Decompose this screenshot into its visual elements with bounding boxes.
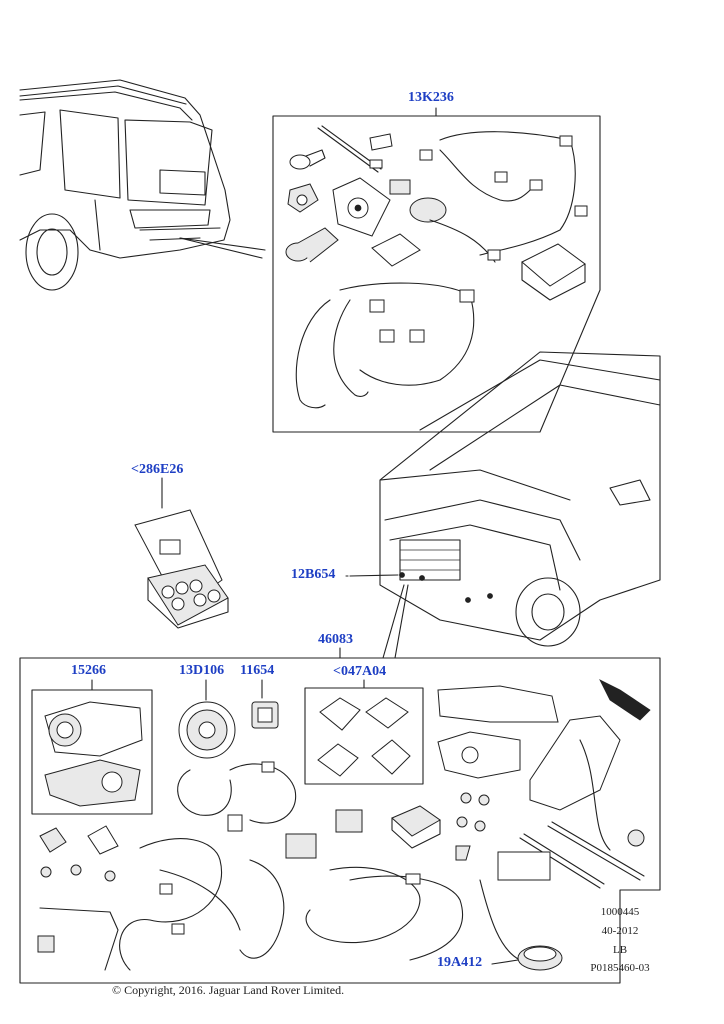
front-vehicle-illustration (349, 351, 661, 659)
callout-12B654[interactable]: 12B654 (291, 567, 336, 582)
callout-286E26[interactable]: <286E26 (131, 462, 184, 477)
reference-line-1: 1000445 (600, 906, 640, 918)
reference-line-2: 40-2012 (601, 925, 639, 937)
callout-047A04[interactable]: <047A04 (333, 664, 387, 679)
callout-19A412[interactable]: 19A412 (437, 955, 483, 970)
kit-13K236-panel (272, 107, 601, 433)
bulb-kit-box (134, 477, 229, 629)
callout-13K236[interactable]: 13K236 (408, 90, 454, 105)
copyright-notice: © Copyright, 2016. Jaguar Land Rover Lim… (112, 983, 345, 997)
kit-46083-panel (19, 647, 661, 984)
callout-13D106[interactable]: 13D106 (179, 663, 225, 678)
reference-line-3: LB (612, 944, 628, 956)
callout-46083[interactable]: 46083 (318, 632, 353, 647)
callout-11654[interactable]: 11654 (240, 663, 275, 678)
reference-line-4: P0185460-03 (590, 962, 650, 974)
rear-vehicle-illustration (19, 79, 266, 291)
callout-15266[interactable]: 15266 (71, 663, 106, 678)
